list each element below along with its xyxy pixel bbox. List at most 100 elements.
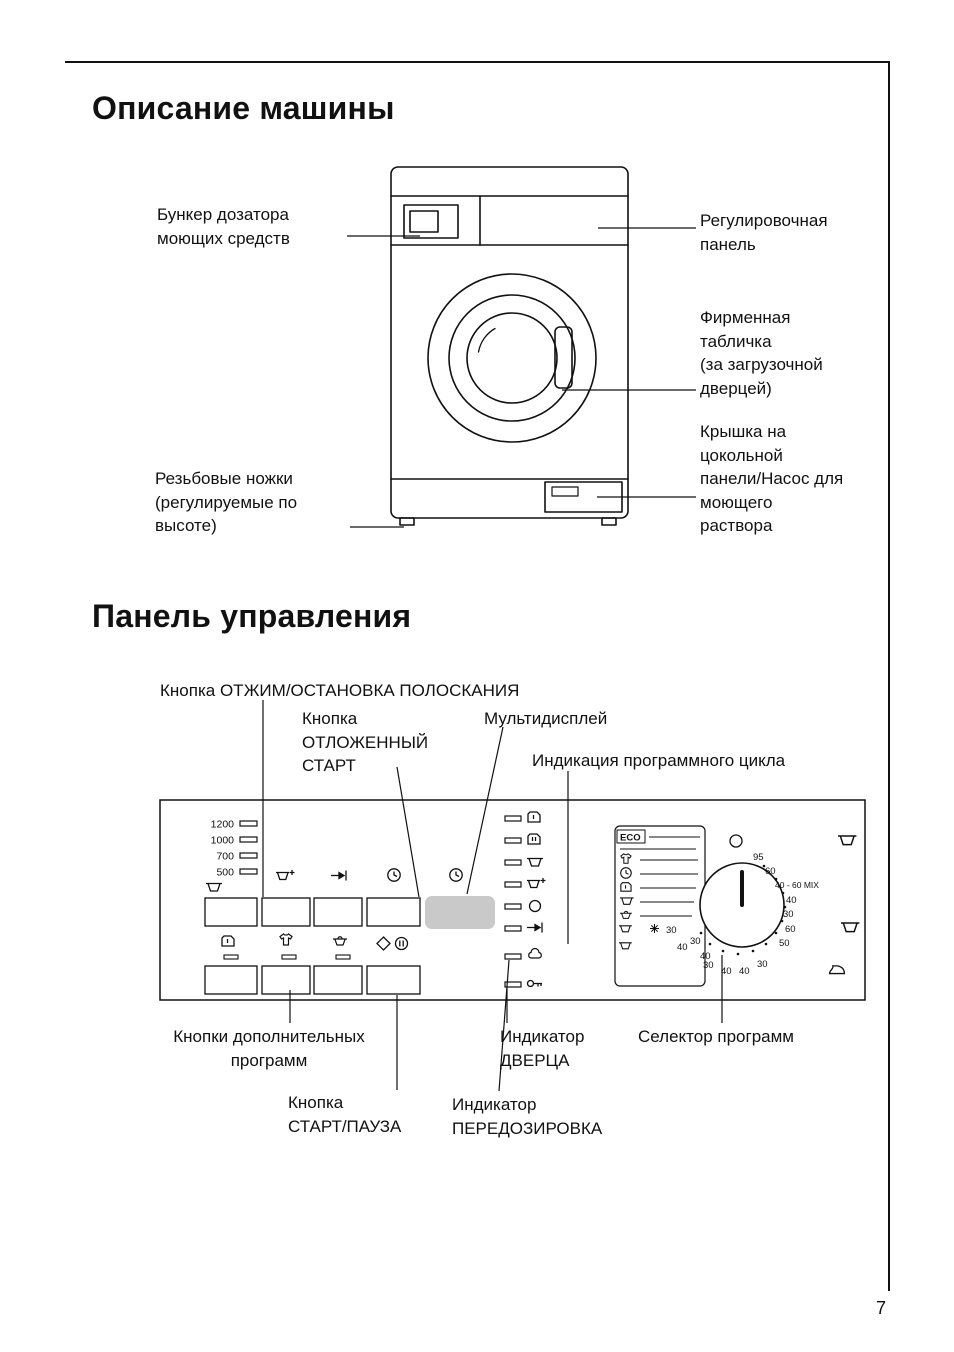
option-buttons-row-1 xyxy=(204,897,421,927)
spin-rinse-stop-button xyxy=(204,897,258,927)
led-bar xyxy=(504,859,522,866)
control-panel-box xyxy=(159,799,866,1001)
label-overdose-indicator: Индикатор ПЕРЕДОЗИРОВКА xyxy=(452,1095,603,1138)
wash-tub-icon xyxy=(618,925,633,933)
prewash-jug-icon xyxy=(620,882,632,892)
section-title-panel: Панель управления xyxy=(92,598,412,634)
spin-speed-leds: 1200 1000 700 500 xyxy=(205,819,258,892)
led-bar xyxy=(239,868,258,875)
dial-temp: 40 xyxy=(700,951,711,962)
eco-badge xyxy=(616,829,646,844)
eco-label: ECO xyxy=(620,833,641,844)
program-temp: 40 xyxy=(677,942,688,953)
label-program-selector: Селектор программ xyxy=(638,1027,794,1046)
option-buttons-row-2 xyxy=(204,965,421,995)
drain-arrow-icon xyxy=(330,869,347,882)
connector-line xyxy=(396,766,420,898)
delay-clock-icon xyxy=(387,868,401,882)
door-glass-highlight xyxy=(477,327,496,353)
wash-tub-icon xyxy=(618,942,633,950)
wash-tub-icon xyxy=(619,897,635,905)
plinth-flap-grip xyxy=(551,486,579,497)
handwash-icon xyxy=(332,936,348,946)
extra-program-button xyxy=(313,965,363,995)
machine-connector-lines xyxy=(347,227,696,528)
spin-speed-value: 500 xyxy=(216,867,234,879)
led-bar xyxy=(504,953,522,960)
led-bar xyxy=(239,852,258,859)
dial-temp: 60 xyxy=(765,866,776,877)
dial-temp: 40 xyxy=(721,966,732,977)
dial-temp: 30 xyxy=(690,936,701,947)
door-middle-ring xyxy=(448,294,576,422)
led-bar xyxy=(239,836,258,843)
label-plinth-cover: Крышка на цокольной панели/Насос для мою… xyxy=(700,422,844,535)
spin-speed-value: 1000 xyxy=(211,835,235,847)
option-button xyxy=(313,897,363,927)
machine-foot-right xyxy=(601,517,617,526)
handwash-icon xyxy=(619,910,633,919)
dial-temp: 40 - 60 MIX xyxy=(775,880,819,890)
led-bar xyxy=(335,954,351,960)
dial-temp: 30 xyxy=(783,909,794,920)
dial-temp: 40 xyxy=(786,895,797,906)
dial-temp: 60 xyxy=(785,924,796,935)
program-temp: 30 xyxy=(666,925,677,936)
dial-lamp xyxy=(729,834,743,848)
detergent-drawer-handle xyxy=(409,210,439,233)
section-title-machine: Описание машины xyxy=(92,90,395,126)
label-adjust-panel: Регулировочная панель xyxy=(700,211,828,254)
label-rating-plate: Фирменная табличка (за загрузочной дверц… xyxy=(700,308,823,398)
wash-tub-icon xyxy=(840,922,861,933)
snowflake-icon xyxy=(649,923,660,934)
panel-connector-lines xyxy=(262,700,723,1092)
connector-line xyxy=(466,726,504,895)
wash-tub-icon xyxy=(205,882,223,892)
led-bar xyxy=(504,837,522,844)
label-door-indicator: Индикатор ДВЕРЦА xyxy=(500,1027,585,1070)
dial-temp: 30 xyxy=(703,960,714,971)
shirt-icon xyxy=(620,853,632,864)
dial-temp: 95 xyxy=(753,852,764,863)
overdose-cloud-icon xyxy=(528,947,542,959)
led-bar xyxy=(504,881,522,888)
label-spin-button: Кнопка ОТЖИМ/ОСТАНОВКА ПОЛОСКАНИЯ xyxy=(160,681,520,700)
rinse-circle-icon xyxy=(528,899,542,913)
led-bar xyxy=(504,925,522,932)
spin-speed-value: 700 xyxy=(216,851,234,863)
led-bar xyxy=(281,954,297,960)
pause-circle-icon xyxy=(394,936,409,951)
machine-drawing xyxy=(390,166,629,526)
delayed-start-button xyxy=(366,897,421,927)
label-cycle-indication: Индикация программного цикла xyxy=(532,751,786,770)
label-multidisplay: Мультидисплей xyxy=(484,709,608,728)
page-number: 7 xyxy=(876,1298,887,1318)
dial-temp: 30 xyxy=(757,959,768,970)
right-rule xyxy=(888,61,890,1291)
extra-program-button xyxy=(204,965,258,995)
extra-program-button xyxy=(261,965,311,995)
wash-tub-icon xyxy=(526,857,544,867)
led-bar xyxy=(223,954,239,960)
wash-tub-plus-icon xyxy=(275,869,296,881)
label-dispenser: Бункер дозатора моющих средств xyxy=(157,205,290,248)
label-feet: Резьбовые ножки (регулируемые по высоте) xyxy=(155,469,298,535)
door-handle xyxy=(554,326,573,389)
clock-icon xyxy=(620,867,632,879)
iron-icon xyxy=(828,965,846,975)
top-rule xyxy=(65,61,888,63)
label-extra-buttons: Кнопки дополнительных программ xyxy=(173,1027,365,1070)
machine-body xyxy=(390,166,629,519)
mainwash-jug-icon xyxy=(527,833,541,845)
label-delay-start: Кнопка ОТЛОЖЕННЫЙ СТАРТ xyxy=(302,709,429,775)
program-dial: 95 60 40 - 60 MIX 40 30 60 50 30 40 40 3… xyxy=(690,834,819,977)
led-bar xyxy=(504,981,522,988)
connector-line xyxy=(498,959,510,1092)
dial-tick-dots xyxy=(699,864,787,956)
led-bar xyxy=(239,820,258,827)
machine-foot-left xyxy=(399,517,415,526)
option-button xyxy=(261,897,311,927)
start-pause-button xyxy=(366,965,421,995)
